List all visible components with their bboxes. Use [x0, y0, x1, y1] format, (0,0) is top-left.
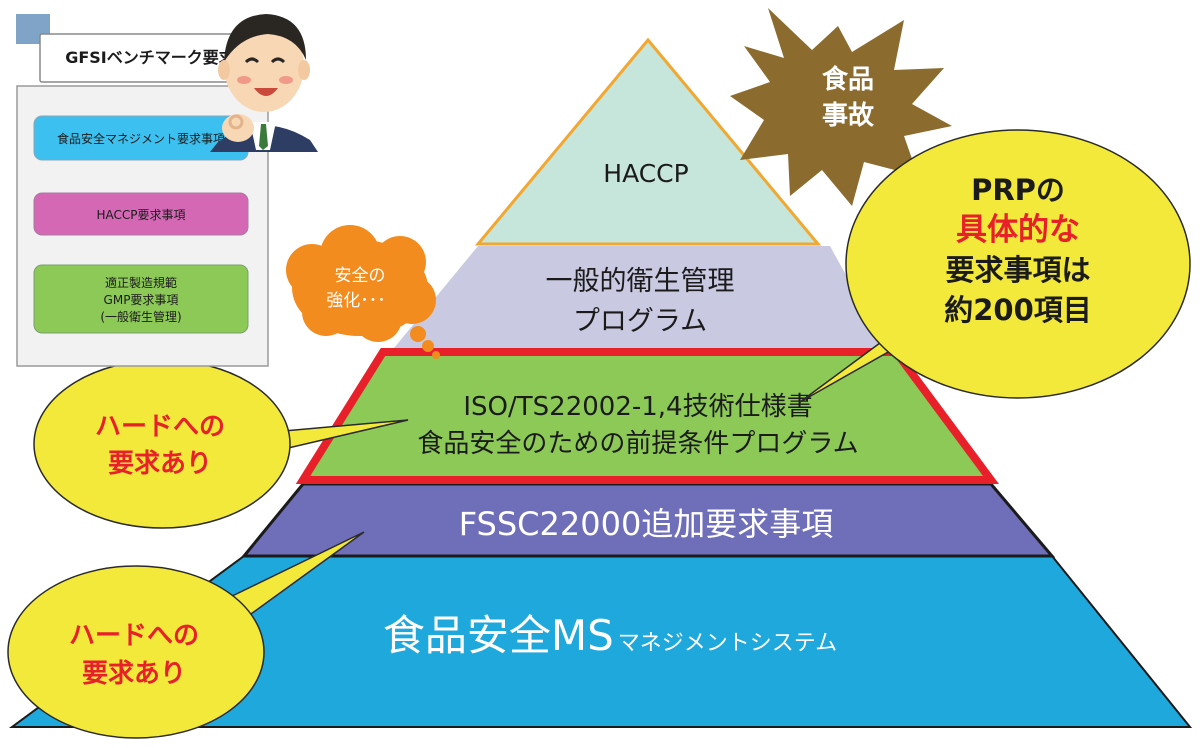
- pyramid-hygiene-line1: 一般的衛生管理: [546, 266, 735, 297]
- pyramid-iso-line2: 食品安全のための前提条件プログラム: [417, 429, 858, 459]
- starburst-line2: 事故: [822, 101, 874, 131]
- thought-line2: 強化･･･: [326, 291, 386, 311]
- pyramid-base-main: 食品安全MS: [383, 611, 614, 660]
- gfsi-item-3-line2: GMP要求事項: [104, 293, 179, 307]
- hard1-line1: ハードへの: [95, 412, 225, 442]
- prp-line3: 要求事項は: [945, 253, 1090, 287]
- gfsi-item-3-line3: (一般衛生管理): [100, 309, 181, 324]
- pyramid-layer-general-hygiene: [394, 246, 886, 348]
- prp-line4: 約200項目: [944, 293, 1092, 327]
- gfsi-header: GFSIベンチマーク要求: [65, 48, 236, 67]
- pyramid-base-suffix: マネジメントシステム: [618, 631, 837, 656]
- gfsi-item-1-label: 食品安全マネジメント要求事項: [57, 131, 225, 146]
- pyramid-fssc-label: FSSC22000追加要求事項: [459, 505, 834, 543]
- pyramid-iso-line1: ISO/TS22002-1,4技術仕様書: [463, 392, 812, 422]
- pyramid-hygiene-line2: プログラム: [573, 306, 707, 337]
- gfsi-item-haccp: [33, 192, 249, 236]
- gfsi-item-2-label: HACCP要求事項: [96, 208, 185, 222]
- thought-line1: 安全の: [335, 266, 386, 286]
- gfsi-item-gmp: [33, 264, 249, 334]
- prp-callout: [799, 129, 1191, 403]
- hard2-line2: 要求あり: [82, 659, 186, 689]
- gfsi-item-3-line1: 適正製造規範: [105, 275, 177, 290]
- pyramid-haccp-label: HACCP: [603, 159, 688, 188]
- thought-bubble: [286, 225, 440, 359]
- hard2-line1: ハードへの: [69, 621, 199, 651]
- hard-callout-1: [33, 359, 409, 529]
- pyramid-layer-haccp: [474, 37, 822, 246]
- businessman-illustration: [210, 14, 318, 152]
- hard1-line2: 要求あり: [108, 449, 212, 479]
- prp-line2-highlight: 具体的な: [956, 212, 1080, 248]
- prp-line1: PRPの: [971, 173, 1065, 207]
- starburst-line1: 食品: [822, 64, 874, 95]
- hard-callout-2: [7, 531, 365, 739]
- food-accident-starburst: [730, 8, 952, 206]
